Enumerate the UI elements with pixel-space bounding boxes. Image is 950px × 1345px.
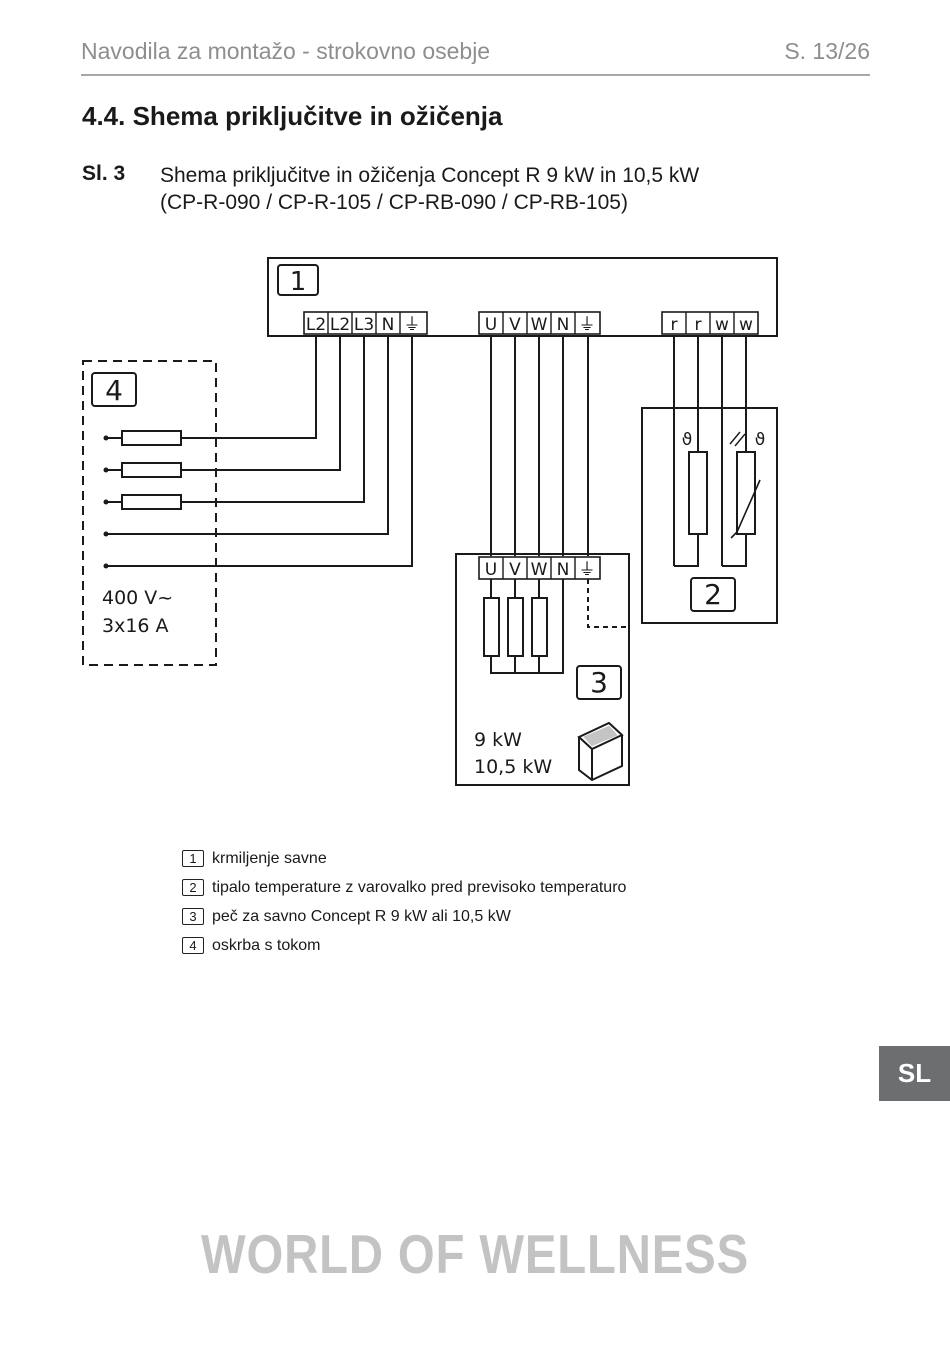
heating-element-2 bbox=[507, 597, 524, 657]
figure-legend: 1 krmiljenje savne 2 tipalo temperature … bbox=[182, 844, 626, 960]
control-unit-number: 1 bbox=[290, 267, 307, 297]
sensor-number: 2 bbox=[704, 578, 722, 611]
header-divider bbox=[81, 74, 870, 76]
heater-unit-terminal-label: U bbox=[485, 560, 497, 580]
fuse-l1 bbox=[121, 430, 182, 446]
sensor-box bbox=[641, 407, 778, 624]
supply-terminal-label: N bbox=[382, 315, 395, 335]
sensor-terminal-label: w bbox=[739, 315, 753, 335]
legend-item: 2 tipalo temperature z varovalko pred pr… bbox=[182, 873, 626, 902]
heater-unit-terminal-label: V bbox=[509, 560, 521, 580]
heater-terminal-label: V bbox=[509, 315, 521, 335]
supply-current: 3x16 A bbox=[102, 615, 169, 637]
figure-caption-line2: (CP-R-090 / CP-R-105 / CP-RB-090 / CP-RB… bbox=[160, 191, 628, 214]
power-supply-number: 4 bbox=[105, 374, 123, 407]
supply-terminal-label: L3 bbox=[354, 315, 374, 335]
figure-label: Sl. 3 bbox=[82, 162, 126, 185]
heater-terminal-label: N bbox=[557, 315, 570, 335]
supply-terminal-label: L2 bbox=[306, 315, 326, 335]
legend-number: 4 bbox=[182, 937, 204, 954]
supply-terminal-strip bbox=[303, 311, 428, 335]
sensor-terminal-label: r bbox=[695, 315, 702, 335]
heater-number-box bbox=[576, 665, 622, 700]
sensor-terminal-label: r bbox=[671, 315, 678, 335]
legend-number: 2 bbox=[182, 879, 204, 896]
heater-terminal-label: ⏚ bbox=[579, 315, 596, 335]
legend-item: 3 peč za savno Concept R 9 kW ali 10,5 k… bbox=[182, 902, 626, 931]
section-title: 4.4. Shema priključitve in ožičenja bbox=[82, 101, 503, 131]
legend-text: tipalo temperature z varovalko pred prev… bbox=[212, 878, 627, 896]
overheat-limiter-element bbox=[736, 451, 756, 535]
heater-box bbox=[455, 553, 630, 786]
heater-power-2: 10,5 kW bbox=[474, 756, 552, 778]
header-title: Navodila za montažo - strokovno osebje bbox=[81, 38, 491, 64]
language-tab: SL bbox=[879, 1046, 950, 1101]
fuse-l2 bbox=[121, 462, 182, 478]
power-supply-box bbox=[82, 360, 217, 666]
heating-element-1 bbox=[483, 597, 500, 657]
legend-text: krmiljenje savne bbox=[212, 849, 327, 867]
limiter-temperature-symbol: ϑ bbox=[755, 430, 766, 450]
supply-terminal-label: ⏚ bbox=[404, 315, 421, 335]
heating-element-3 bbox=[531, 597, 548, 657]
heater-unit-terminal-label: N bbox=[557, 560, 570, 580]
page-number: S. 13/26 bbox=[784, 38, 870, 64]
legend-number: 3 bbox=[182, 908, 204, 925]
temperature-sensor-element bbox=[688, 451, 708, 535]
heater-number: 3 bbox=[590, 666, 608, 699]
temperature-symbol: ϑ bbox=[682, 430, 693, 450]
heater-power-1: 9 kW bbox=[474, 729, 522, 751]
control-unit-box bbox=[267, 257, 778, 337]
figure-caption: Shema priključitve in ožičenja Concept R… bbox=[160, 162, 699, 216]
supply-terminal-label: L2 bbox=[330, 315, 350, 335]
sauna-heater-icon bbox=[577, 721, 624, 782]
fuse-l3 bbox=[121, 494, 182, 510]
heater-unit-terminal-label: W bbox=[531, 560, 548, 580]
legend-text: peč za savno Concept R 9 kW ali 10,5 kW bbox=[212, 907, 511, 925]
sensor-number-box bbox=[690, 577, 736, 612]
legend-item: 4 oskrba s tokom bbox=[182, 931, 626, 960]
heater-terminal-label: U bbox=[485, 315, 497, 335]
legend-text: oskrba s tokom bbox=[212, 936, 321, 954]
footer-brand: WORLD OF WELLNESS bbox=[200, 1223, 750, 1285]
figure-caption-line1: Shema priključitve in ožičenja Concept R… bbox=[160, 164, 700, 187]
power-supply-number-box bbox=[91, 372, 137, 407]
legend-item: 1 krmiljenje savne bbox=[182, 844, 626, 873]
control-unit-number-box bbox=[277, 264, 319, 296]
heater-unit-terminal-label: ⏚ bbox=[579, 560, 596, 580]
heater-terminal-strip bbox=[478, 311, 601, 335]
sensor-terminal-label: w bbox=[715, 315, 729, 335]
heater-terminal-label: W bbox=[531, 315, 548, 335]
supply-voltage: 400 V~ bbox=[102, 587, 173, 609]
legend-number: 1 bbox=[182, 850, 204, 867]
